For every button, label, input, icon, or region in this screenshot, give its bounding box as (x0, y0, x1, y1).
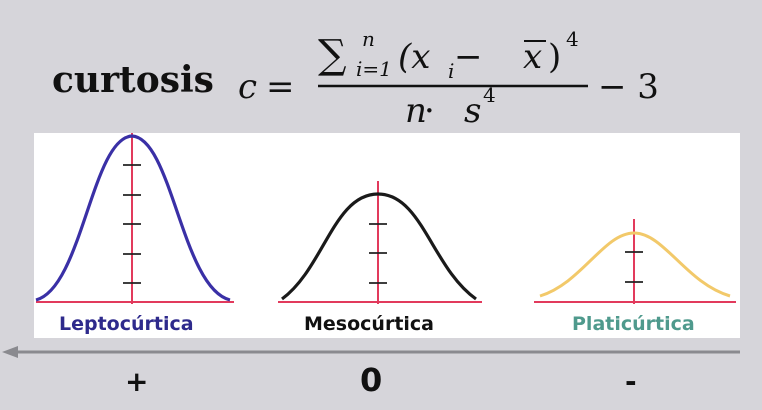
denominator-n: n (405, 91, 427, 130)
sum-symbol: ∑ (318, 32, 347, 78)
numerator-close: ) (548, 37, 561, 77)
kurtosis-curves (35, 133, 736, 304)
mesokurtic-ticks (369, 223, 387, 284)
denominator-dot: · (424, 91, 435, 130)
formula-word: curtosis (52, 59, 214, 101)
numerator-subscript: i (448, 59, 454, 83)
leptokurtic-ticks (123, 164, 141, 284)
denominator-s: s (464, 91, 481, 130)
platykurtic-label: Platicúrtica (572, 313, 695, 335)
numerator-minus: − (454, 37, 483, 77)
sign-minus: - (625, 365, 637, 398)
sign-zero: 0 (360, 361, 383, 399)
denominator-power: 4 (483, 83, 496, 107)
leptokurtic-curve (35, 134, 231, 302)
arrow-head (2, 346, 18, 358)
leptokurtic-group (35, 133, 234, 304)
sum-upper-limit: n (362, 27, 375, 51)
numerator-open: (x (398, 37, 430, 77)
platykurtic-curve (539, 231, 731, 298)
mesokurtic-curve (281, 192, 477, 301)
formula-tail: − 3 (598, 67, 659, 107)
platykurtic-group (534, 219, 736, 304)
formula-equals: = (266, 67, 295, 107)
mesokurtic-label: Mesocúrtica (304, 313, 434, 335)
sign-plus: + (125, 365, 149, 398)
formula-lhs-var: c (238, 67, 257, 107)
leptokurtic-label: Leptocúrtica (59, 313, 194, 335)
numerator-xbar: x (523, 37, 542, 77)
distribution-panel: Leptocúrtica Mesocúrtica Platicúrtica (34, 133, 740, 338)
numerator-power: 4 (566, 27, 579, 51)
kurtosis-direction-arrow (2, 346, 740, 358)
kurtosis-formula: curtosis c = ∑ n i=1 (x i − x ) 4 n · s … (52, 27, 659, 130)
sum-lower-limit: i=1 (356, 57, 392, 81)
mesokurtic-group (278, 181, 482, 304)
platykurtic-ticks (625, 251, 643, 283)
